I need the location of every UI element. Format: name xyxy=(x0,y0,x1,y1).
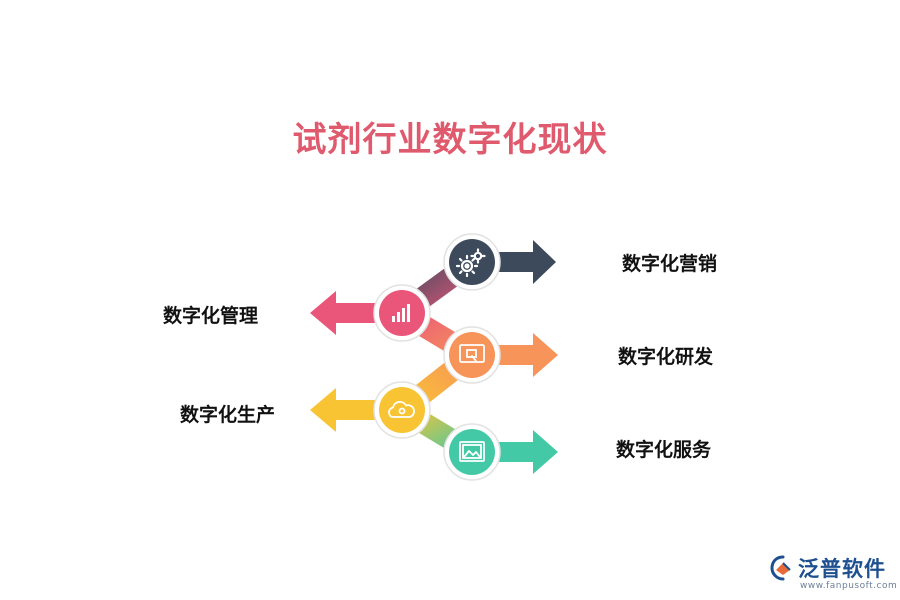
label-production: 数字化生产 xyxy=(180,404,276,426)
label-marketing: 数字化营销 xyxy=(622,253,718,275)
node-marketing xyxy=(443,233,501,291)
bar-chart-icon xyxy=(392,304,410,322)
node-rnd xyxy=(443,326,501,384)
arrow-rnd xyxy=(498,333,558,377)
arrow-management xyxy=(310,291,376,335)
cloud-icon xyxy=(388,401,415,418)
logo-url: www.fanpusoft.com xyxy=(800,581,898,591)
label-rnd: 数字化研发 xyxy=(618,346,714,368)
label-service: 数字化服务 xyxy=(616,439,712,461)
gears-icon xyxy=(455,248,486,278)
touch-screen-icon xyxy=(459,344,485,363)
logo-name: 泛普软件 xyxy=(798,557,886,581)
page-title: 试剂行业数字化现状 xyxy=(292,120,608,160)
image-frame-icon xyxy=(459,441,485,462)
label-management: 数字化管理 xyxy=(163,305,259,327)
brand-logo: 泛普软件 www.fanpusoft.com xyxy=(770,553,898,597)
node-service xyxy=(443,423,501,481)
node-production xyxy=(373,381,431,439)
arrow-marketing xyxy=(498,240,556,284)
node-management xyxy=(373,284,431,342)
logo-mark-icon xyxy=(770,555,791,581)
arrow-production xyxy=(310,388,376,432)
arrow-service xyxy=(498,430,558,474)
